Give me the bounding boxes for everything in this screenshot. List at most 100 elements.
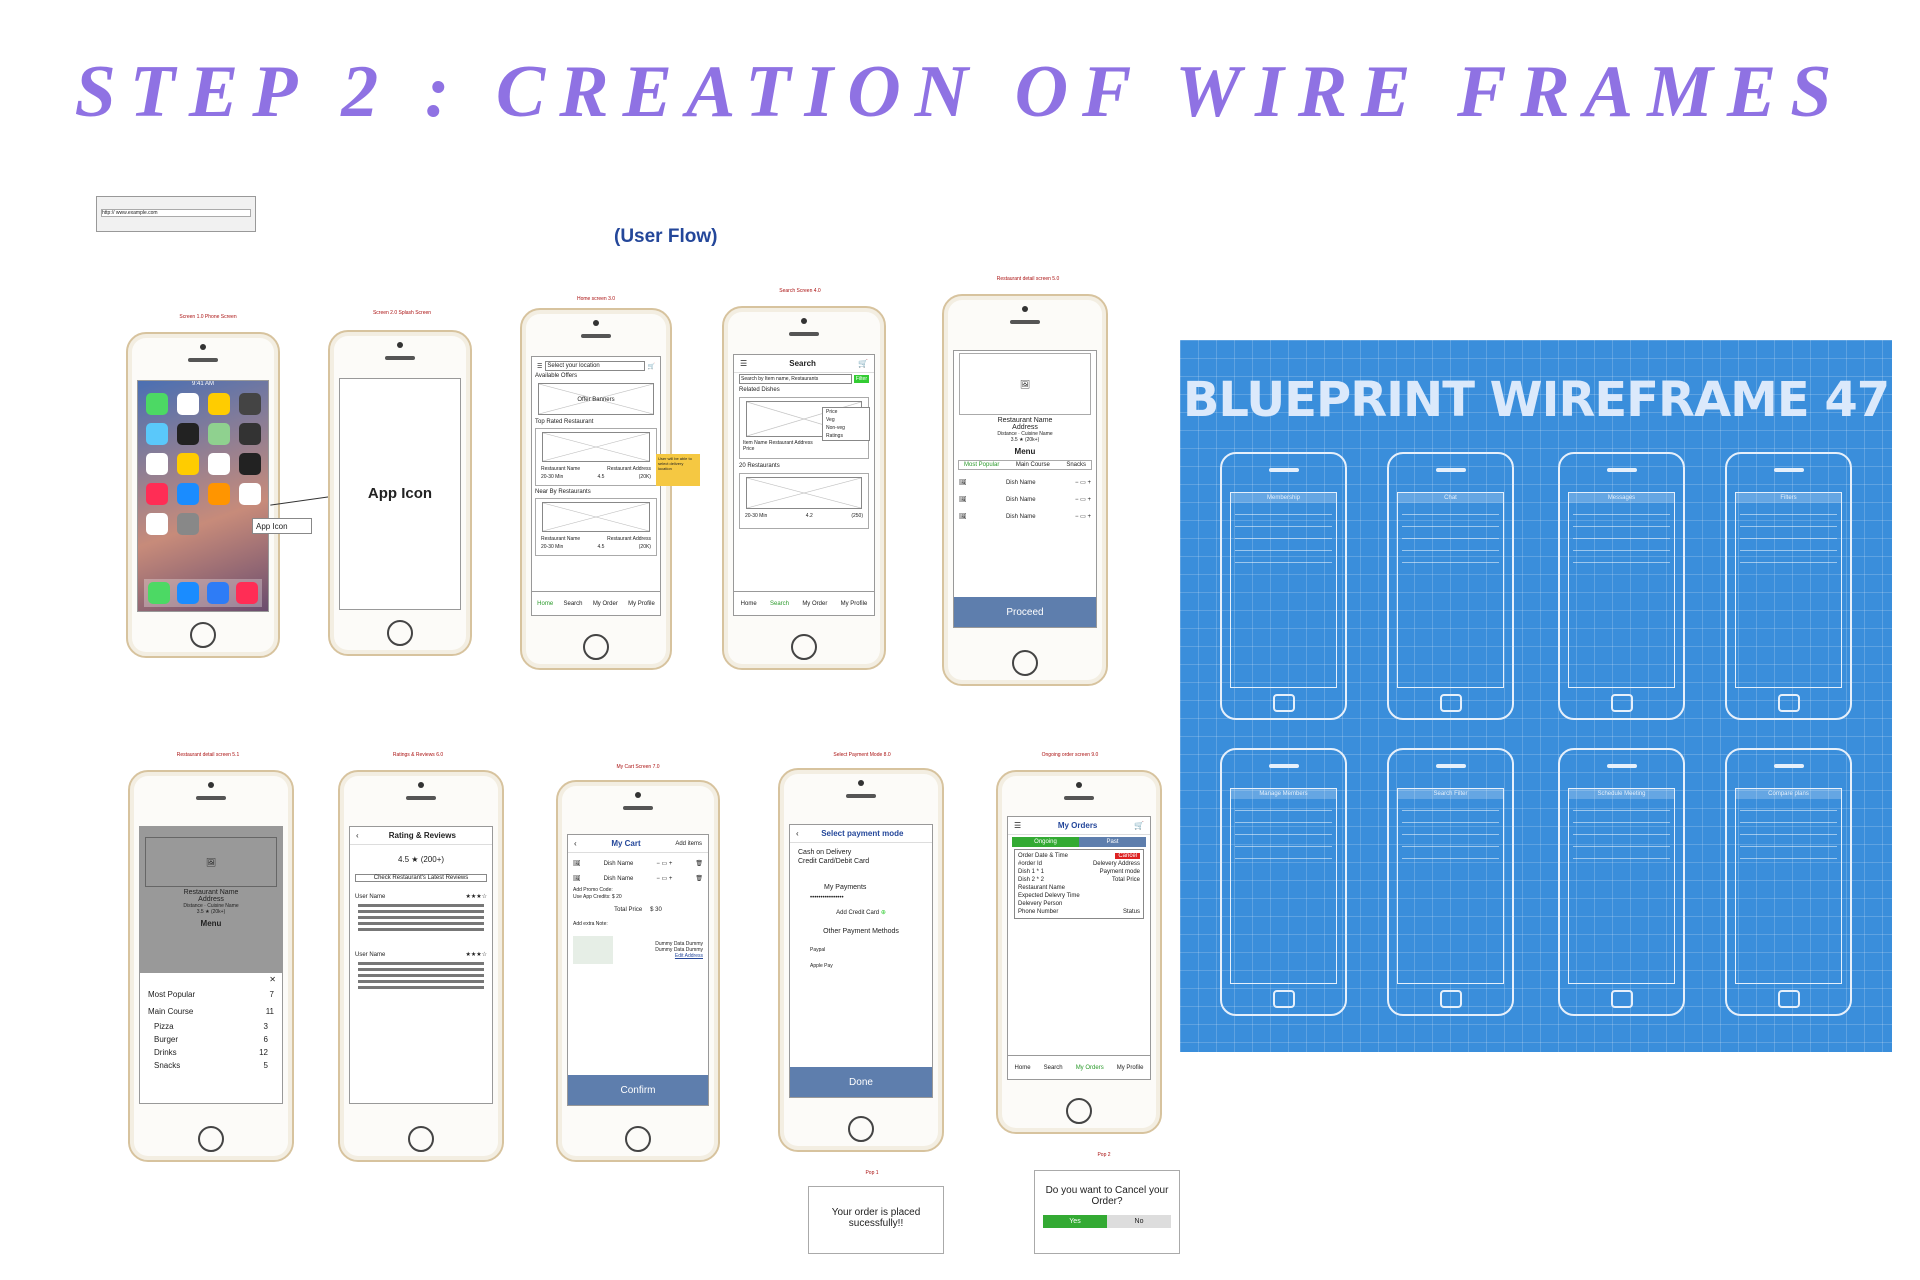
settings-icon[interactable]: [177, 513, 199, 535]
menu-icon[interactable]: ☰: [537, 363, 543, 370]
app-store-icon[interactable]: [177, 483, 199, 505]
clock-icon[interactable]: [177, 423, 199, 445]
tab-main-course[interactable]: Main Course: [1015, 462, 1050, 468]
back-icon[interactable]: ‹: [356, 831, 359, 840]
extra-note-field[interactable]: Add extra Note:: [573, 921, 608, 927]
app-credits[interactable]: Use App Credits: $ 20: [573, 894, 622, 900]
add-items-link[interactable]: Add items: [675, 840, 702, 847]
cancel-order-popup: Do you want to Cancel your Order? Yes No: [1034, 1170, 1180, 1254]
wallet-icon[interactable]: [146, 453, 168, 475]
add-card-button[interactable]: Add Credit Card ⊕: [836, 910, 886, 916]
check-reviews-button[interactable]: Check Restaurant's Latest Reviews: [355, 874, 487, 882]
filter-option[interactable]: Ratings: [826, 433, 843, 439]
tab-my-profile[interactable]: My Profile: [1116, 1064, 1144, 1071]
saved-card[interactable]: ••••••••••••••••: [810, 895, 844, 901]
cart-icon[interactable]: 🛒: [858, 359, 868, 368]
menu-category[interactable]: Most Popular: [148, 990, 196, 999]
menu-category[interactable]: Pizza: [154, 1022, 174, 1031]
filter-button[interactable]: Filter: [853, 375, 869, 383]
back-icon[interactable]: ‹: [796, 829, 799, 838]
offer-banner[interactable]: Offer Banners: [538, 383, 654, 415]
menu-icon[interactable]: ☰: [1014, 821, 1022, 830]
tab-my-profile[interactable]: My Profile: [840, 600, 868, 607]
cart-icon[interactable]: 🛒: [647, 363, 655, 370]
phone-search-screen: ☰ Search 🛒 Search by Item name, Restaurant…: [722, 306, 886, 670]
url-bar: http:// www.example.com: [101, 209, 251, 217]
no-button[interactable]: No: [1107, 1215, 1171, 1228]
paypal-option[interactable]: Paypal: [810, 947, 826, 953]
tab-search[interactable]: Search: [1043, 1064, 1063, 1071]
payment-option[interactable]: Credit Card/Debit Card: [798, 858, 870, 865]
quantity-stepper[interactable]: − ▭ +: [1074, 497, 1091, 503]
trash-icon[interactable]: 🗑: [695, 861, 703, 867]
close-icon[interactable]: ✕: [269, 975, 276, 984]
menu-category[interactable]: Snacks: [154, 1061, 181, 1070]
edit-address-link[interactable]: Edit Address: [674, 953, 703, 959]
mail-icon[interactable]: [206, 582, 229, 604]
cancel-order-button[interactable]: Cancel: [1115, 853, 1140, 859]
tab-home[interactable]: Home: [537, 600, 554, 607]
menu-category[interactable]: Burger: [154, 1035, 179, 1044]
music-icon[interactable]: [236, 582, 259, 604]
calendar-icon[interactable]: [177, 393, 199, 415]
yes-button[interactable]: Yes: [1043, 1215, 1107, 1228]
dish-row: 🖼Dish Name− ▭ +: [959, 496, 1091, 504]
restaurant-meta: Distance · Cuisine Name: [997, 431, 1053, 437]
itunes-icon[interactable]: [146, 483, 168, 505]
filter-option[interactable]: Veg: [826, 417, 835, 423]
quantity-stepper[interactable]: − ▭ +: [656, 861, 673, 867]
tab-past[interactable]: Past: [1079, 837, 1146, 847]
filter-option[interactable]: Non-veg: [826, 425, 845, 431]
tab-most-popular[interactable]: Most Popular: [964, 462, 1000, 468]
proceed-button[interactable]: Proceed: [954, 597, 1096, 627]
tab-search[interactable]: Search: [563, 600, 583, 607]
tab-search[interactable]: Search: [769, 600, 789, 607]
menu-icon[interactable]: ☰: [740, 359, 748, 368]
tab-home[interactable]: Home: [1014, 1064, 1031, 1071]
safari-icon[interactable]: [177, 582, 200, 604]
health-icon[interactable]: [146, 513, 168, 535]
quantity-stepper[interactable]: − ▭ +: [1074, 480, 1091, 486]
videos-icon[interactable]: [239, 423, 261, 445]
photos-icon[interactable]: [208, 393, 230, 415]
promo-code-field[interactable]: Add Promo Code:: [573, 887, 613, 893]
dish-name: Dish Name: [1005, 513, 1036, 520]
menu-category[interactable]: Main Course: [148, 1007, 194, 1016]
bp-screen-title: Chat: [1398, 493, 1503, 503]
tab-my-orders[interactable]: My Orders: [1075, 1064, 1104, 1071]
stars-icon: ★★★☆: [465, 894, 487, 900]
tab-home[interactable]: Home: [740, 600, 757, 607]
confirm-button[interactable]: Confirm: [568, 1075, 708, 1105]
trash-icon[interactable]: 🗑: [695, 876, 703, 882]
payment-option[interactable]: Cash on Delivery: [798, 849, 852, 856]
tab-my-order[interactable]: My Order: [592, 600, 618, 607]
quantity-stepper[interactable]: − ▭ +: [656, 876, 673, 882]
tab-snacks[interactable]: Snacks: [1066, 462, 1086, 468]
tab-my-profile[interactable]: My Profile: [628, 600, 655, 607]
done-button[interactable]: Done: [790, 1067, 932, 1097]
messages-icon[interactable]: [146, 393, 168, 415]
filter-option[interactable]: Price: [826, 409, 838, 415]
notes-icon[interactable]: [177, 453, 199, 475]
maps-icon[interactable]: [208, 423, 230, 445]
reminders-icon[interactable]: [208, 453, 230, 475]
back-icon[interactable]: ‹: [574, 839, 577, 848]
location-select[interactable]: Select your location: [545, 361, 645, 371]
stocks-icon[interactable]: [239, 453, 261, 475]
camera-icon[interactable]: [239, 393, 261, 415]
cart-icon[interactable]: 🛒: [1134, 821, 1144, 830]
search-input[interactable]: Search by Item name, Restaurants: [739, 374, 852, 384]
apple-pay-option[interactable]: Apple Pay: [810, 963, 833, 969]
ibooks-icon[interactable]: [208, 483, 230, 505]
menu-category[interactable]: Drinks: [154, 1048, 177, 1057]
tab-ongoing[interactable]: Ongoing: [1012, 837, 1079, 847]
weather-icon[interactable]: [146, 423, 168, 445]
quantity-stepper[interactable]: − ▭ +: [1074, 514, 1091, 520]
tab-my-order[interactable]: My Order: [802, 600, 828, 607]
app-icon[interactable]: [239, 483, 261, 505]
phone-icon[interactable]: [147, 582, 170, 604]
